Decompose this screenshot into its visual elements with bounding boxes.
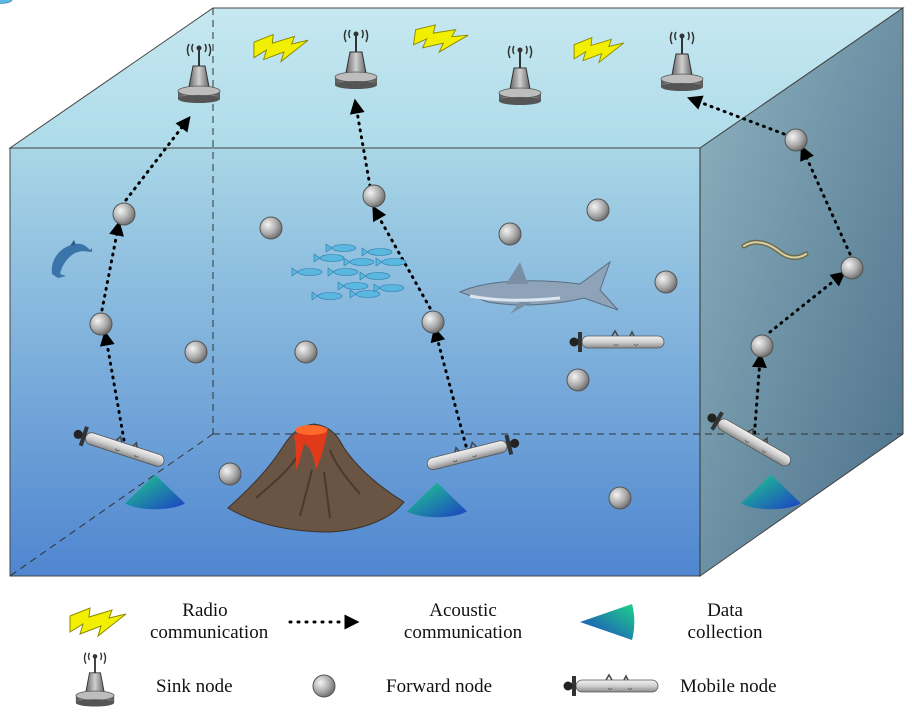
legend-radio-line2: communication <box>150 622 269 643</box>
forward-node-icon <box>566 368 590 392</box>
legend-forward-label: Forward node <box>386 676 493 697</box>
forward-node-icon <box>586 198 610 222</box>
legend-data-label: Data collection <box>670 600 780 644</box>
legend-radio-label: Radio communication <box>150 600 269 644</box>
forward-node-icon <box>784 128 808 152</box>
legend-mobile-label: Mobile node <box>680 676 777 697</box>
legend-data-line2: collection <box>687 622 763 643</box>
forward-node-icon <box>840 256 864 280</box>
dolphin-icon <box>51 240 92 278</box>
eel-icon <box>741 239 809 260</box>
legend-mobile-node-icon <box>562 674 659 697</box>
legend-acoustic-line2: communication <box>403 622 523 643</box>
fish-school-icon <box>0 0 407 301</box>
legend-forward-node-icon <box>312 674 336 698</box>
forward-node-icon <box>89 312 113 336</box>
forward-node-icon <box>608 486 632 510</box>
forward-node-icon <box>218 462 242 486</box>
forward-node-icon <box>362 184 386 208</box>
legend-data-line1: Data <box>707 600 743 621</box>
forward-node-icon <box>654 270 678 294</box>
legend-acoustic-label: Acoustic communication <box>388 600 538 644</box>
forward-node-icon <box>112 202 136 226</box>
forward-node-icon <box>184 340 208 364</box>
forward-node-icon <box>498 222 522 246</box>
legend-data-collection-fan-icon <box>580 604 635 640</box>
forward-node-icon <box>294 340 318 364</box>
legend-radio-line1: Radio <box>182 600 228 621</box>
forward-node-icon <box>421 310 445 334</box>
legend-radio-lightning-icon <box>69 607 127 637</box>
legend-sink-label: Sink node <box>156 676 233 697</box>
forward-node-icon <box>259 216 283 240</box>
acoustic-paths <box>99 95 852 448</box>
forward-node-icon <box>750 334 774 358</box>
legend-acoustic-line1: Acoustic <box>429 600 497 621</box>
volcano-icon <box>227 423 405 533</box>
legend-sink-node-icon <box>74 651 116 708</box>
shark-icon <box>458 260 619 314</box>
